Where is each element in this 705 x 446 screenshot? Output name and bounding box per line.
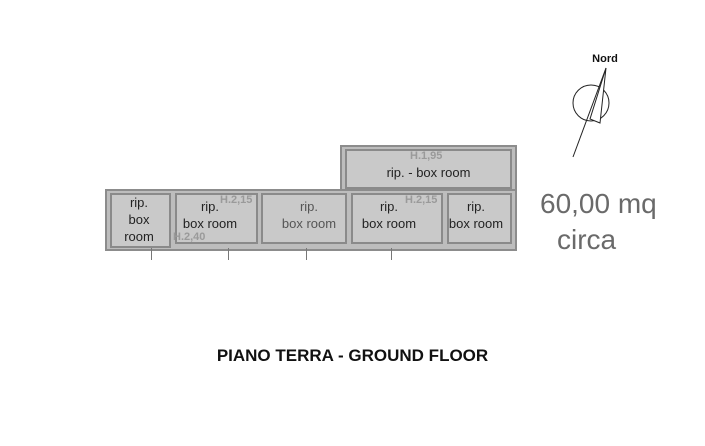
room-label-line: box room <box>448 216 504 231</box>
door-mark <box>391 248 392 260</box>
area-qualifier: circa <box>557 224 617 255</box>
room-top <box>345 149 512 189</box>
room-1 <box>110 193 171 248</box>
room-label: rip. box room <box>175 198 245 232</box>
room-label-line: rip. <box>129 195 149 210</box>
door-mark <box>151 248 152 260</box>
room-label-line: rip. <box>299 199 319 214</box>
room-4 <box>351 193 443 244</box>
height-label: H.2,15 <box>405 194 438 206</box>
room-label: rip. - box room <box>386 165 471 180</box>
room-label-line: rip. <box>200 199 220 214</box>
room-label: rip. box room <box>266 198 352 232</box>
north-arrow-icon: Nord <box>572 53 618 158</box>
height-label: H.2,15 <box>220 194 253 206</box>
room-label-line: rip. <box>466 199 486 214</box>
north-label: Nord <box>592 53 618 65</box>
room-label: rip. box room <box>445 198 507 232</box>
room-label-line: box room <box>361 216 417 231</box>
door-mark <box>306 248 307 260</box>
area-value: 60,00 mq <box>540 188 657 219</box>
room-label-line: rip. <box>379 199 399 214</box>
room-2 <box>175 193 258 244</box>
room-label: rip. box room <box>110 194 168 245</box>
room-label: rip. box room <box>350 198 428 232</box>
room-label-line: box room <box>182 216 238 231</box>
room-label-line: box room <box>281 216 337 231</box>
room-3 <box>261 193 347 244</box>
door-mark <box>228 248 229 260</box>
height-label: H.1,95 <box>410 150 443 162</box>
room-label-line: room <box>124 229 154 244</box>
floor-title: PIANO TERRA - GROUND FLOOR <box>216 346 489 365</box>
height-label: H.2,40 <box>173 231 206 243</box>
room-label-line: box <box>128 212 150 227</box>
room-5 <box>447 193 512 244</box>
